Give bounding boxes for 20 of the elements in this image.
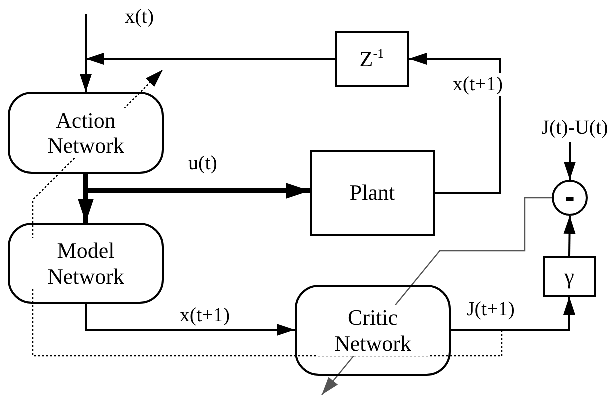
block-label: Critic Network [318,305,428,356]
arrow [80,53,335,92]
edge-label: x(t+1) [450,74,506,96]
summing-junction [552,180,588,216]
arrow [409,53,501,194]
arrow [564,142,576,180]
network-block [8,223,164,304]
edge-label: J(t+1) [465,298,517,322]
arrow [85,304,295,336]
delay-block [335,31,409,87]
arrow [451,297,576,331]
edge-label: x(t+1) [178,304,232,328]
gain-block [543,256,596,297]
network-block [295,285,451,376]
edge-label: u(t) [186,152,220,176]
arrow [564,216,576,256]
signal-label: x(t) [80,4,154,30]
plant-block [310,150,435,236]
signal-label: J(t)-U(t) [536,114,614,142]
network-block [8,92,164,174]
